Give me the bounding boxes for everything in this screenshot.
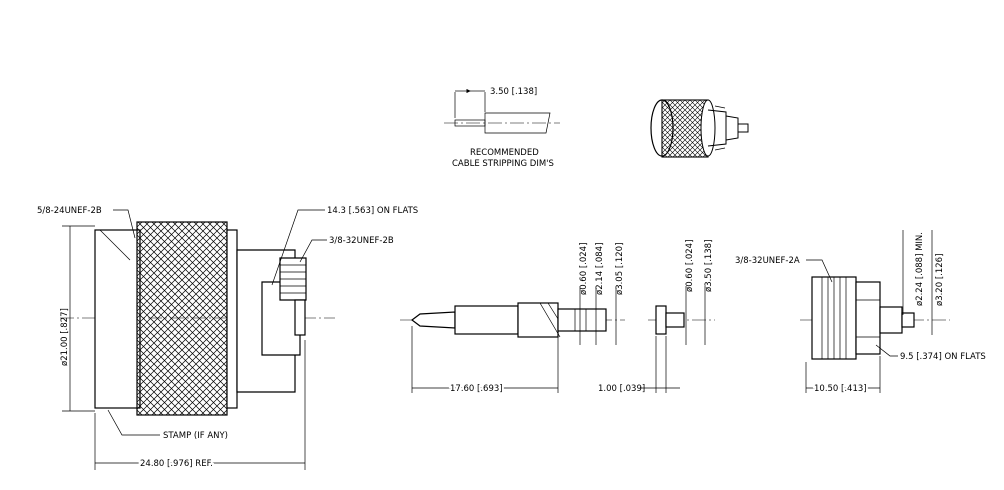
strip-caption-line1: RECOMMENDED <box>470 148 539 158</box>
pin-d3-label: ø3.05 [.120] <box>615 243 625 295</box>
pin-d2-label: ø2.14 [.084] <box>595 243 605 295</box>
knurled-connector-3d-view <box>650 99 749 158</box>
nut-len-label: 10.50 [.413] <box>814 384 867 394</box>
nut-d2-label: ø3.20 [.126] <box>935 254 945 306</box>
stamp-label: STAMP (IF ANY) <box>163 431 228 441</box>
strip-caption-line2: CABLE STRIPPING DIM'S <box>452 159 554 169</box>
strip-dim-label: 3.50 [.138] <box>490 87 537 97</box>
cable-strip-diagram: 3.50 [.138] RECOMMENDED CABLE STRIPPING … <box>444 87 560 169</box>
dia-main-label: ø21.00 [.827] <box>60 308 70 366</box>
contact-pin-view: ø0.60 [.024] ø2.14 [.084] ø3.05 [.120] 1… <box>400 243 625 396</box>
pin-d1-label: ø0.60 [.024] <box>579 243 589 295</box>
flats-main-label: 14.3 [.563] ON FLATS <box>327 206 418 216</box>
thread-nut-label: 3/8-32UNEF-2A <box>735 256 800 266</box>
ins-len-label: 1.00 [.039] <box>598 384 645 394</box>
nut-flats-label: 9.5 [.374] ON FLATS <box>900 352 986 362</box>
length-main-label: 24.80 [.976] REF. <box>140 459 213 469</box>
pin-len-label: 17.60 [.693] <box>450 384 503 394</box>
ins-d1-label: ø0.60 [.024] <box>685 240 695 292</box>
ins-d2-label: ø3.50 [.138] <box>704 240 714 292</box>
thread-rear-label: 3/8-32UNEF-2B <box>329 236 394 246</box>
nut-d1-label: ø2.24 [.088] MIN. <box>915 232 925 306</box>
insulator-view: ø0.60 [.024] ø3.50 [.138] 1.00 [.039] <box>598 240 715 394</box>
main-connector-view: 5/8-24UNEF-2B 14.3 [.563] ON FLATS 3/8-3… <box>37 206 418 471</box>
thread-main-label: 5/8-24UNEF-2B <box>37 206 102 216</box>
rear-nut-view: 3/8-32UNEF-2A ø2.24 [.088] MIN. ø3.20 [.… <box>735 230 986 396</box>
